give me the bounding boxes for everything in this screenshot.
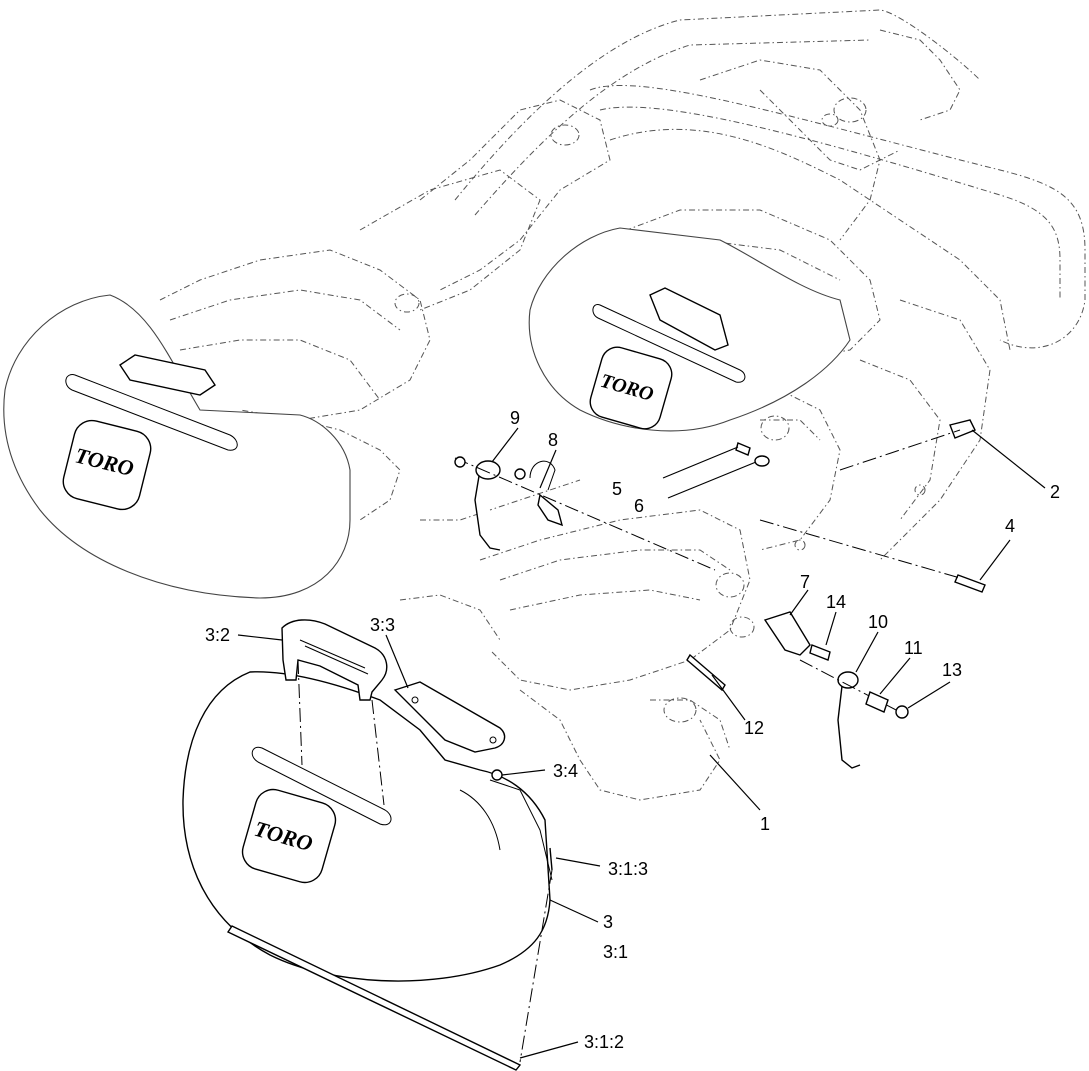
callout-9: 9 [510,408,520,428]
nut-3-4 [491,769,503,781]
basket-main: TORO [182,619,553,1071]
deflector-plate [393,681,506,753]
callout-3-1: 3:1 [603,942,628,962]
callout-11: 11 [904,638,923,658]
callout-10: 10 [868,612,888,632]
callouts: 9 8 5 6 2 4 7 14 10 11 13 12 1 3:2 3:3 3… [205,408,1060,1052]
callout-7: 7 [800,572,810,592]
callout-3-4: 3:4 [553,761,578,781]
hardware [454,419,986,769]
rivet [549,847,553,871]
basket-handle [281,619,388,701]
callout-8: 8 [548,430,558,450]
frame-arms-ghost [394,97,926,723]
basket-left-ghost: TORO [3,294,351,599]
wear-strip [226,925,522,1071]
callout-12: 12 [744,718,764,738]
callout-3-3: 3:3 [370,615,395,635]
callout-3-1-3: 3:1:3 [608,859,648,879]
callout-5: 5 [612,479,622,499]
callout-1: 1 [760,814,770,834]
callout-14: 14 [826,592,846,612]
callout-3: 3 [603,912,613,932]
callout-3-1-2: 3:1:2 [584,1032,624,1052]
callout-3-2: 3:2 [205,625,230,645]
callout-2: 2 [1050,482,1060,502]
basket-right-ghost: TORO [528,227,851,432]
callout-13: 13 [942,660,962,680]
callout-4: 4 [1005,516,1015,536]
callout-6: 6 [634,496,644,516]
leader-lines [237,427,1046,1059]
